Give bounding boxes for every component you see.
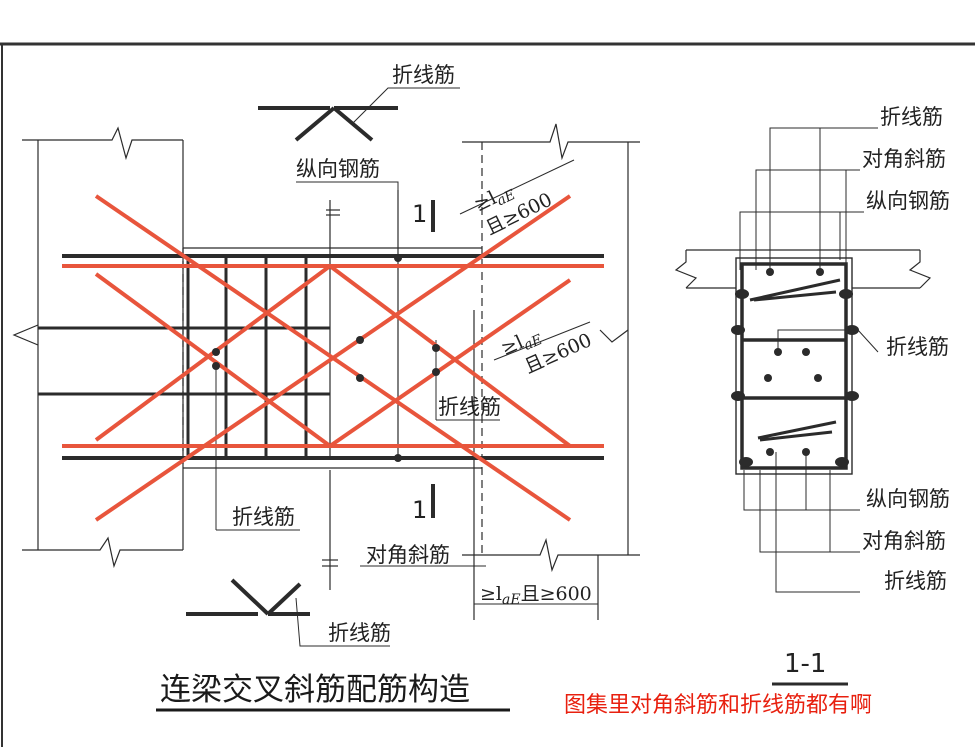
section-label-longitudinal-bar-2: 纵向钢筋 (866, 487, 950, 511)
section-cut-marks (322, 200, 435, 567)
dimension-upper: ≥laE 且≥600 (471, 187, 556, 240)
section-label-diagonal-bar-1: 对角斜筋 (862, 147, 946, 171)
dimension-middle: ≥laE 且≥600 (498, 329, 595, 378)
section-label-bent-bar-2: 折线筋 (886, 335, 949, 359)
label-bent-bar-top: 折线筋 (392, 63, 455, 87)
label-section-mark-top: 1 (412, 200, 427, 228)
label-section-mark-bottom: 1 (412, 496, 427, 524)
bar-dots (212, 254, 440, 462)
section-dots (731, 268, 859, 467)
svg-text:≥laE且≥600: ≥laE且≥600 (480, 583, 592, 608)
section-label-bent-bar-1: 折线筋 (880, 105, 943, 129)
label-bent-bar-left: 折线筋 (232, 505, 295, 529)
label-bent-bar-mid: 折线筋 (438, 395, 501, 419)
red-note: 图集里对角斜筋和折线筋都有啊 (564, 693, 872, 718)
section-view (674, 127, 932, 593)
section-label-diagonal-bar-2: 对角斜筋 (862, 529, 946, 553)
leader-lines (216, 87, 598, 647)
label-diagonal-bar-left: 对角斜筋 (366, 543, 450, 567)
section-label-longitudinal-bar-1: 纵向钢筋 (866, 189, 950, 213)
diagonal-bars-red (62, 194, 604, 522)
label-longitudinal-bar-top: 纵向钢筋 (296, 157, 380, 181)
label-bent-bar-bottom: 折线筋 (328, 621, 391, 645)
section-label-bent-bar-3: 折线筋 (884, 569, 947, 593)
main-title: 连梁交叉斜筋配筋构造 (160, 672, 470, 708)
elevation-view (12, 106, 640, 620)
section-title: 1-1 (784, 649, 826, 679)
dimension-bottom: ≥laE且≥600 (480, 583, 592, 608)
